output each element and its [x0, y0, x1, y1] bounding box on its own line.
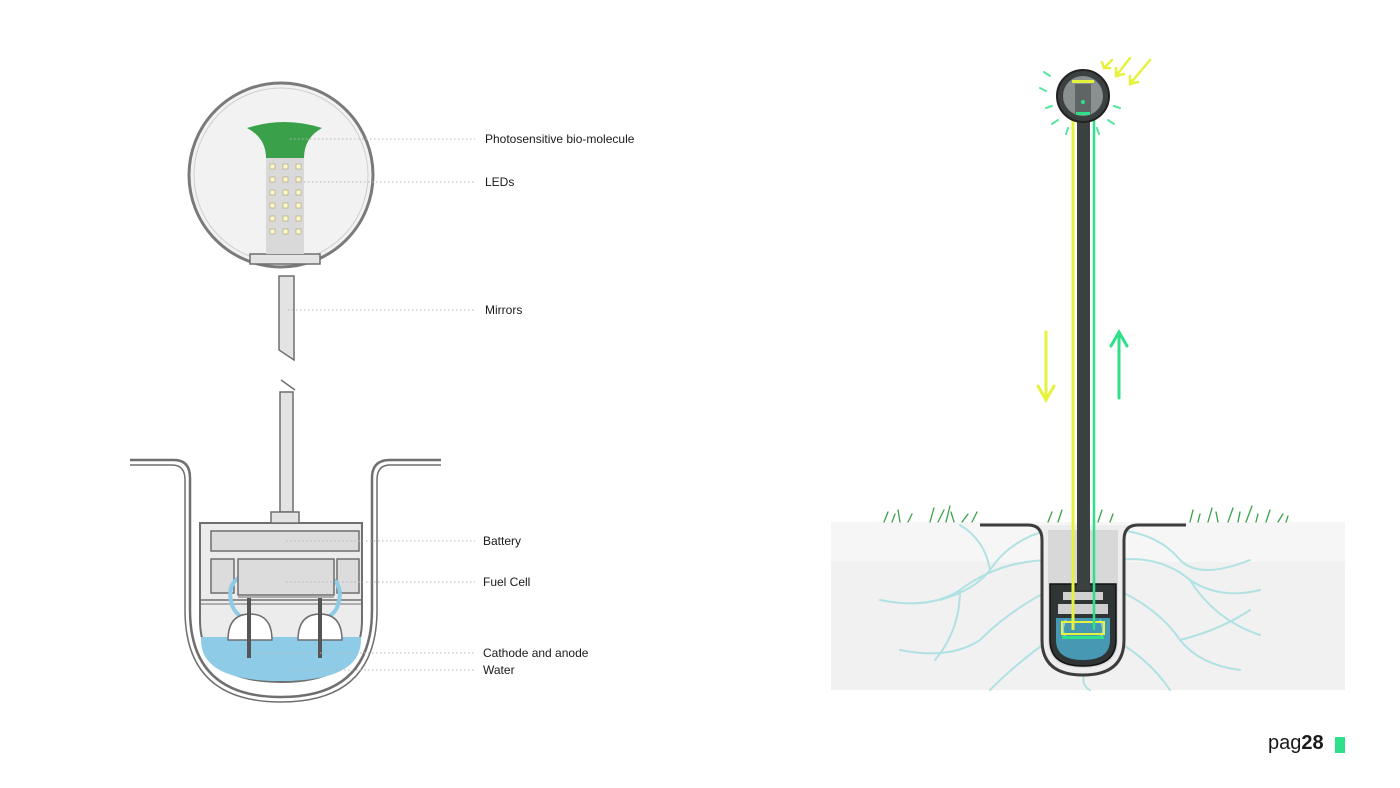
grass-tufts: [883, 505, 1289, 523]
installed-pit: [980, 523, 1186, 677]
led: [269, 176, 276, 183]
led: [269, 163, 276, 170]
led: [269, 202, 276, 209]
lamp-head: [1056, 69, 1110, 123]
label-leds: LEDs: [485, 175, 514, 189]
label-battery: Battery: [483, 534, 521, 548]
sunlight-arrows: [1100, 56, 1152, 86]
led: [282, 176, 289, 183]
led: [282, 215, 289, 222]
led: [269, 215, 276, 222]
led-grid: [269, 163, 302, 235]
leader-lines: [252, 138, 475, 671]
bio-molecule-shape: [247, 122, 322, 158]
led: [295, 189, 302, 196]
led: [295, 228, 302, 235]
water-fill: [201, 637, 361, 681]
light-down-arrow: [1036, 330, 1056, 404]
battery-block: [210, 530, 360, 552]
led: [295, 202, 302, 209]
led: [269, 189, 276, 196]
label-bio-molecule: Photosensitive bio-molecule: [485, 132, 635, 146]
label-water: Water: [483, 663, 515, 677]
led: [282, 163, 289, 170]
led: [282, 228, 289, 235]
label-fuel-cell: Fuel Cell: [483, 575, 530, 589]
lamp-head-cross-section: [187, 81, 375, 269]
led: [295, 163, 302, 170]
cathode-anode: [227, 598, 343, 658]
led: [295, 215, 302, 222]
label-cathode-anode: Cathode and anode: [483, 646, 589, 660]
light-up-arrow: [1109, 328, 1129, 400]
page-number-value: 28: [1301, 732, 1324, 754]
ground-pit: [130, 458, 441, 703]
led: [282, 202, 289, 209]
led: [295, 176, 302, 183]
led: [269, 228, 276, 235]
mirror-tube: [278, 275, 296, 513]
page-prefix: pag: [1268, 732, 1302, 754]
page-number: pag28: [1268, 733, 1324, 753]
fuel-cell-block: [210, 558, 360, 620]
page-marker: [1335, 737, 1345, 753]
glow-rays: [1039, 71, 1121, 135]
root-network: [879, 524, 1261, 691]
led-column: [266, 158, 304, 254]
label-mirrors: Mirrors: [485, 303, 522, 317]
lamp-pole: [1071, 110, 1096, 630]
led: [282, 189, 289, 196]
